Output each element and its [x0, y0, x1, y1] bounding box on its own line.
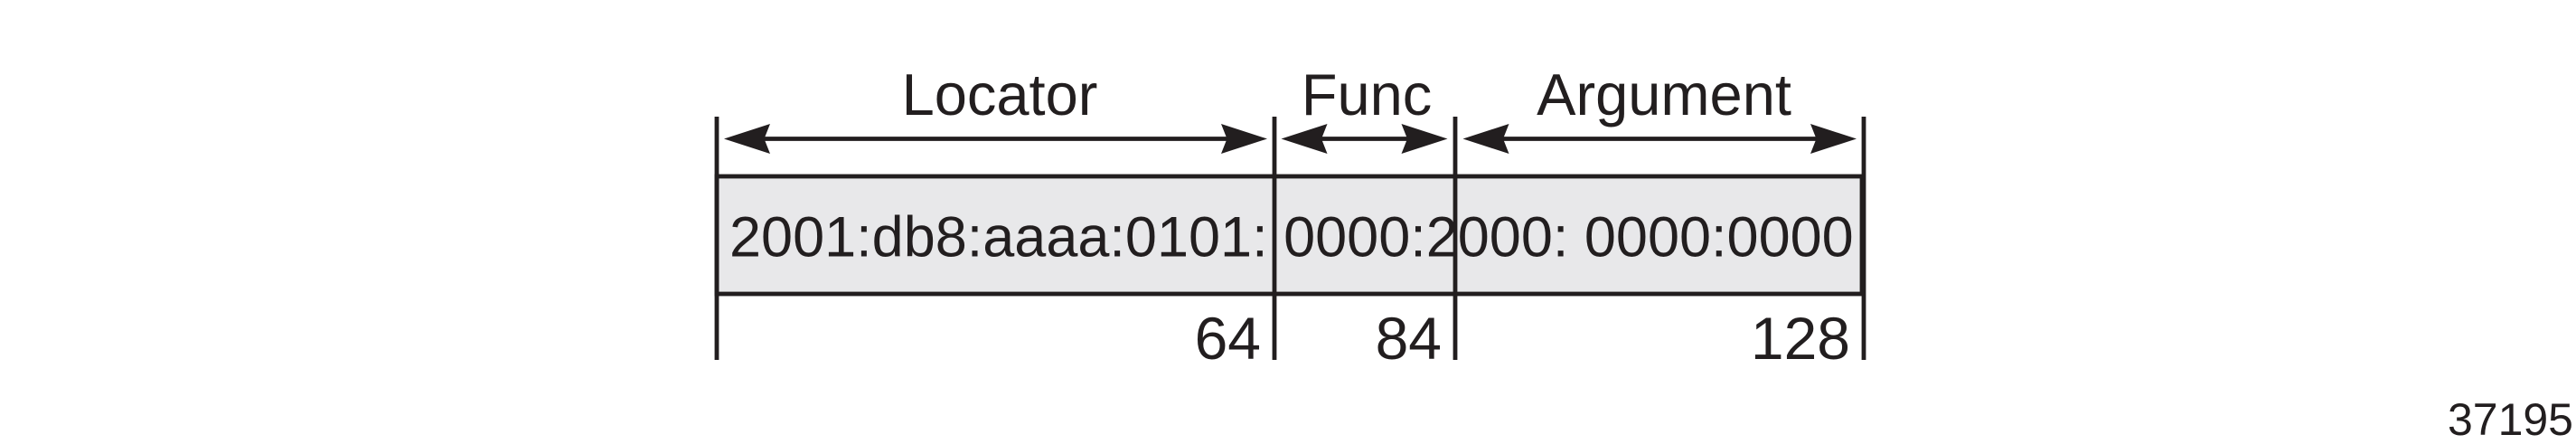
svg-text:37195: 37195 [2448, 394, 2573, 444]
svg-text:Func: Func [1302, 61, 1433, 128]
svg-text:2001:db8:aaaa:0101: 0000:2000:: 2001:db8:aaaa:0101: 0000:2000: 0000:0000 [729, 206, 1854, 269]
svg-text:Argument: Argument [1537, 61, 1791, 128]
svg-text:84: 84 [1376, 305, 1442, 372]
svg-text:Locator: Locator [902, 61, 1098, 128]
svg-text:64: 64 [1195, 305, 1261, 372]
svg-text:128: 128 [1751, 305, 1850, 372]
